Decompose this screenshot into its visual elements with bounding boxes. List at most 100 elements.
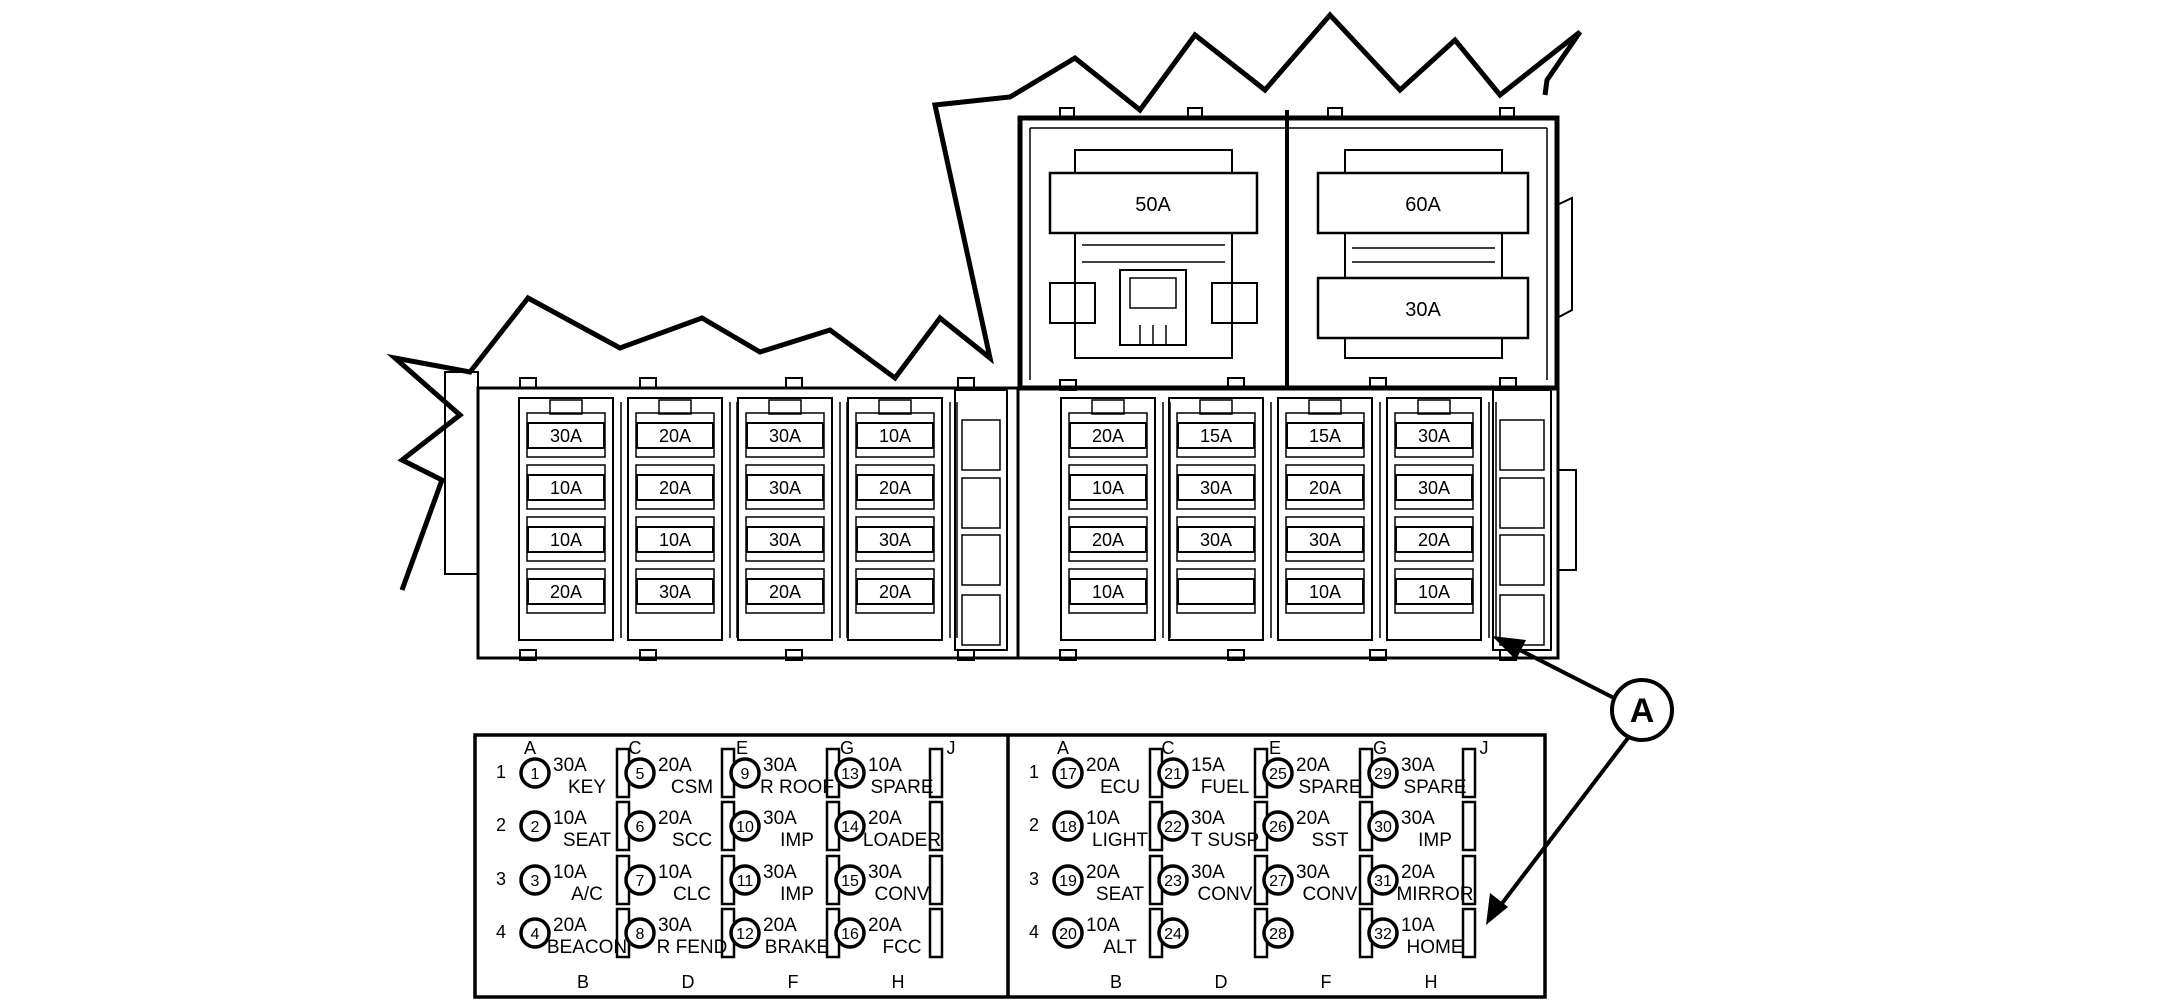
fuse-circuit-name: BEACON <box>547 937 627 958</box>
mini-fuse-body <box>856 526 934 553</box>
fuse-number-circle <box>624 810 656 842</box>
fuse-column <box>1168 397 1264 641</box>
fuse-number: 23 <box>1164 873 1182 890</box>
fuse-number-circle <box>729 810 761 842</box>
fuse-number-circle <box>1052 757 1084 789</box>
fuse-circuit-name: SCC <box>672 830 712 851</box>
fuse-circuit-name: SEAT <box>563 830 612 851</box>
fuse-number: 16 <box>841 926 859 943</box>
fuse-number: 11 <box>737 873 754 890</box>
fuse-panel-tab <box>1227 377 1245 389</box>
fuse-circuit-name: A/C <box>571 884 603 905</box>
fuse-panel-tab <box>639 377 657 389</box>
fuse-number-circle <box>1367 757 1399 789</box>
fuse-number-circle <box>1052 917 1084 949</box>
mini-fuse-label: 30A <box>659 582 691 602</box>
fuse-number-circle <box>624 864 656 896</box>
fuse-number-circle <box>1367 917 1399 949</box>
chart-row-number: 4 <box>1029 922 1039 942</box>
fuse-circuit-name: SST <box>1312 830 1349 851</box>
chart-column-letter: C <box>1162 738 1175 758</box>
fuse-number-circle <box>834 757 866 789</box>
mini-fuse-body <box>527 578 605 605</box>
fuse-number: 26 <box>1269 819 1287 836</box>
fuse-number: 29 <box>1374 766 1392 783</box>
fuse-circuit-name: LIGHT <box>1092 830 1148 851</box>
break-line <box>386 11 1583 591</box>
fuse-amperage: 30A <box>868 862 902 883</box>
fuse-circuit-name: FCC <box>882 937 921 958</box>
fuse-amperage: 20A <box>763 915 797 936</box>
fuse-amperage: 20A <box>868 915 902 936</box>
fuse-number-circle <box>519 864 551 896</box>
relay-slot <box>1499 534 1545 586</box>
fuse-number-circle <box>834 810 866 842</box>
fuse-number: 21 <box>1164 766 1182 783</box>
fuse-amperage: 20A <box>658 808 692 829</box>
fuse-column <box>737 397 833 641</box>
relay-strip <box>954 389 1008 651</box>
mini-fuse-body <box>1069 578 1147 605</box>
mini-fuse-body <box>856 578 934 605</box>
fuse-number: 28 <box>1269 926 1287 943</box>
fuse-number: 19 <box>1059 873 1077 890</box>
fuse-number: 22 <box>1164 819 1182 836</box>
mini-fuse-label: 15A <box>1309 426 1341 446</box>
fuse-number-circle <box>729 757 761 789</box>
relay-slot <box>961 534 1001 586</box>
fuse-column <box>1386 397 1482 641</box>
fuse-panel-tab <box>785 649 803 661</box>
fuse-number-circle <box>519 917 551 949</box>
chart-column-letter: H <box>1425 972 1438 992</box>
fuse-amperage: 10A <box>1401 915 1435 936</box>
relay-slot <box>1499 477 1545 529</box>
mini-fuse-body <box>1395 422 1473 449</box>
fuse-circuit-name: ALT <box>1103 937 1137 958</box>
maxi-holder-left <box>1074 149 1233 359</box>
fuse-circuit-name: R FEND <box>657 937 728 958</box>
fuse-panel-tab <box>1499 377 1517 389</box>
chart-column-letter: C <box>629 738 642 758</box>
chart-row-number: 4 <box>496 922 506 942</box>
mini-fuse-panels: 30A10A10A20A20A20A10A30A30A30A30A20A10A2… <box>444 371 1577 661</box>
mini-fuse-label: 30A <box>1200 478 1232 498</box>
mini-fuse-label: 10A <box>1418 582 1450 602</box>
chart-column-letter: J <box>947 738 956 758</box>
fuse-number: 5 <box>636 766 645 783</box>
mini-fuse-body <box>1395 578 1473 605</box>
fuse-amperage: 10A <box>553 862 587 883</box>
fuse-number: 6 <box>636 819 645 836</box>
fuse-amperage: 30A <box>1191 808 1225 829</box>
mini-fuse-body <box>636 526 714 553</box>
fuse-circuit-name: BRAKE <box>765 937 829 958</box>
mini-fuse-body <box>1286 422 1364 449</box>
chart-column-bar <box>1461 907 1477 959</box>
mini-fuse-label: 10A <box>879 426 911 446</box>
chart-column-bar <box>928 907 944 959</box>
fuse-circuit-name: CONV <box>1303 884 1358 905</box>
mini-fuse-body <box>1286 474 1364 501</box>
relay-slot <box>1499 594 1545 646</box>
fuse-amperage: 15A <box>1191 755 1225 776</box>
chart-column-bar <box>928 854 944 906</box>
fuse-column <box>627 397 723 641</box>
fuse-number: 10 <box>736 819 754 836</box>
fuse-amperage: 10A <box>1086 808 1120 829</box>
fuse-circuit-name: FUEL <box>1201 777 1250 798</box>
fuse-number: 7 <box>636 873 645 890</box>
chart-column-letter: D <box>1215 972 1228 992</box>
mini-fuse-label: 10A <box>550 530 582 550</box>
fuse-circuit-name: HOME <box>1407 937 1464 958</box>
chart-row-number: 3 <box>1029 869 1039 889</box>
fuse-column-latch <box>1308 399 1342 415</box>
fuse-number-circle <box>1157 810 1189 842</box>
fuse-circuit-name: IMP <box>780 884 814 905</box>
fuse-amperage: 20A <box>1086 862 1120 883</box>
chart-column-bar <box>1461 854 1477 906</box>
fuse-number-circle <box>1262 917 1294 949</box>
fuse-panel-tab <box>519 649 537 661</box>
fuse-number-circle <box>519 757 551 789</box>
relay-slot <box>961 419 1001 471</box>
fuse-column-latch <box>878 399 912 415</box>
